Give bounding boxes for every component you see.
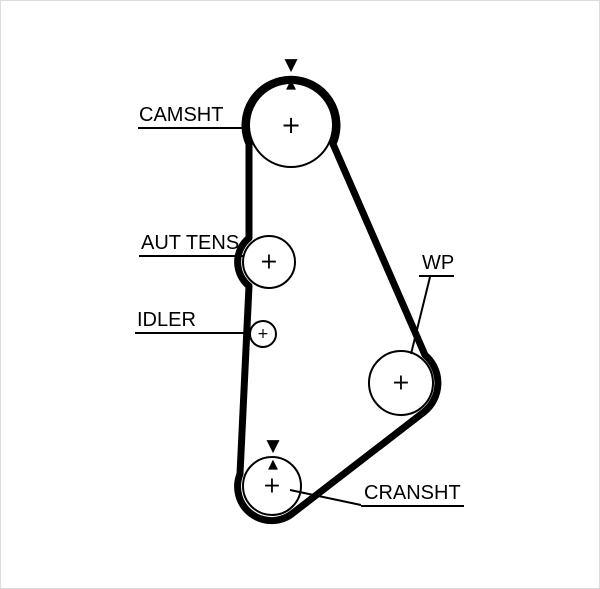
camshaft-pulley	[248, 82, 334, 168]
camshaft-timing-mark-down-icon: ▼	[284, 55, 298, 75]
crankshaft-label: CRANSHT	[364, 482, 461, 504]
water-pump-leader-line	[410, 276, 431, 355]
tensioner-center-mark-icon: +	[260, 250, 278, 275]
water-pump-label: WP	[422, 252, 454, 274]
crankshaft-center-mark-icon: +	[263, 474, 281, 499]
timing-belt	[234, 75, 442, 525]
idler-center-mark-icon: +	[257, 326, 269, 342]
crankshaft-timing-mark-up-icon: ▲	[268, 457, 278, 472]
water-pump-center-mark-icon: +	[392, 371, 410, 396]
camshaft-timing-mark-up-icon: ▲	[286, 77, 296, 92]
crankshaft-pulley	[242, 456, 302, 516]
water-pump-pulley	[368, 350, 434, 416]
camshaft-center-mark-icon: +	[281, 111, 301, 139]
crankshaft-leader-line	[289, 489, 362, 506]
camshaft-label: CAMSHT	[139, 104, 223, 126]
crankshaft-timing-mark-down-icon: ▼	[266, 436, 280, 456]
tensioner-label: AUT TENS	[141, 232, 239, 254]
tensioner-pulley	[242, 235, 296, 289]
idler-label: IDLER	[137, 309, 196, 331]
